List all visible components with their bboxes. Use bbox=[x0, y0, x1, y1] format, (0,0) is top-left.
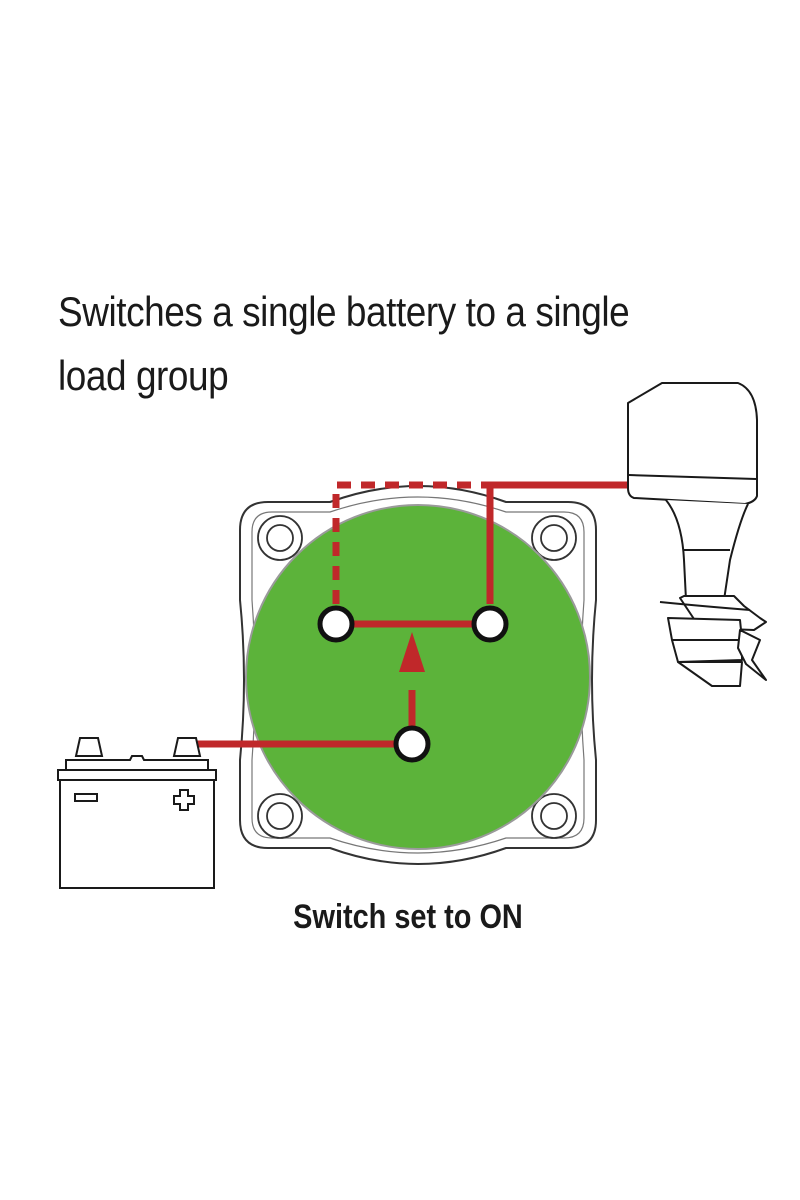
battery-negative-symbol bbox=[74, 793, 98, 802]
title-line-1: Switches a single battery to a single bbox=[58, 288, 630, 335]
mounting-hole-bottom-left bbox=[257, 793, 303, 839]
left-terminal bbox=[317, 605, 355, 643]
arrow-up-icon bbox=[399, 632, 425, 672]
mounting-hole-top-left bbox=[257, 515, 303, 561]
right-terminal bbox=[471, 605, 509, 643]
mounting-holes bbox=[257, 515, 577, 839]
switch-dial bbox=[245, 504, 591, 850]
battery-icon bbox=[57, 737, 217, 889]
diagram-title: Switches a single battery to a single lo… bbox=[58, 280, 674, 408]
common-terminal bbox=[393, 725, 431, 763]
mounting-hole-bottom-right bbox=[531, 793, 577, 839]
title-line-2: load group bbox=[58, 352, 229, 399]
switch-state-caption: Switch set to ON bbox=[293, 898, 523, 936]
battery-positive-symbol bbox=[173, 789, 195, 811]
dashed-wire-inactive bbox=[332, 481, 490, 604]
outboard-motor-icon bbox=[627, 382, 767, 687]
wire-to-motor bbox=[486, 481, 640, 604]
mounting-hole-top-right bbox=[531, 515, 577, 561]
